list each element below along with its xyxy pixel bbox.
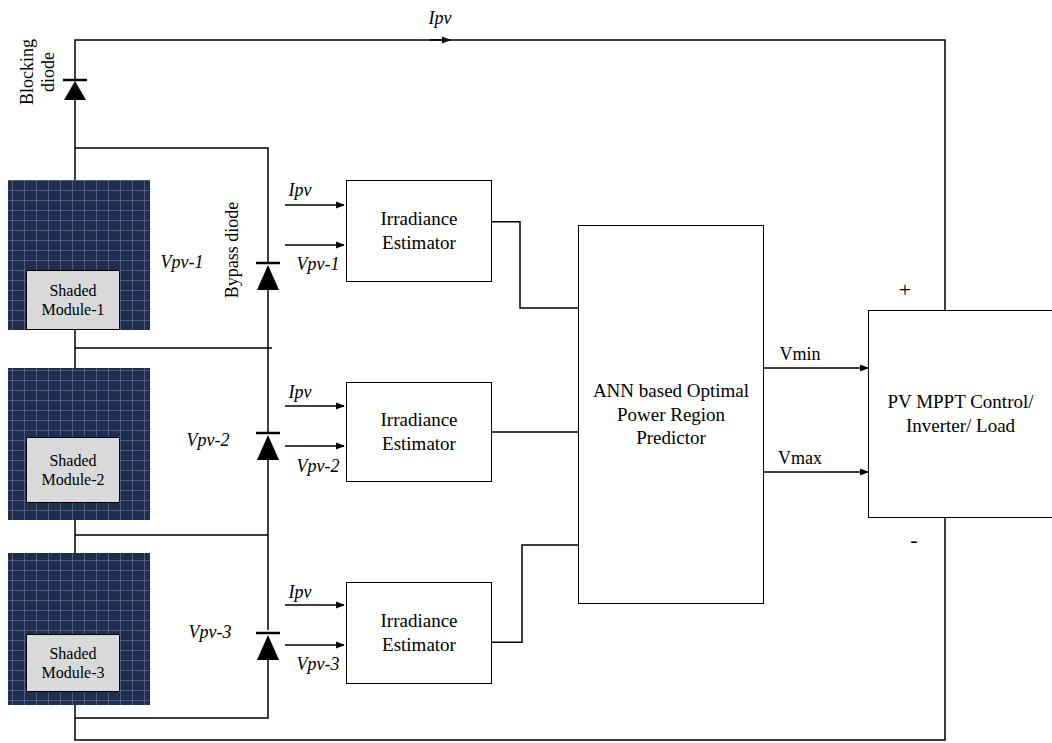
input-arrows [285, 205, 344, 645]
connector [492, 222, 578, 308]
wires [75, 40, 945, 740]
blocking-diode [63, 80, 87, 100]
box-text: PV MPPT Control/ Inverter/ Load [875, 390, 1046, 438]
signal-label: Ipv [289, 382, 312, 403]
signal-label: Vpv-2 [297, 456, 340, 477]
module-box: Shaded Module-3 [26, 634, 120, 692]
signal-label: Vpv-3 [189, 622, 232, 643]
box-text: Irradiance Estimator [353, 609, 485, 657]
process-box: ANN based Optimal Power Region Predictor [578, 225, 764, 604]
signal-label: Vpv-1 [297, 254, 340, 275]
component-label: Bypass diode [222, 180, 243, 320]
box-text: Irradiance Estimator [353, 408, 485, 456]
box-text: Shaded Module-2 [33, 451, 113, 489]
edge-label: Vmax [778, 448, 822, 469]
connector [764, 471, 868, 473]
pv-panel [8, 553, 150, 705]
signal-label: Vpv-3 [297, 654, 340, 675]
module-box: Shaded Module-1 [26, 270, 120, 330]
module-box: Shaded Module-2 [26, 437, 120, 503]
pv-panel [8, 180, 150, 330]
box-text: Shaded Module-1 [33, 281, 113, 319]
signal-label: Vpv-1 [161, 252, 204, 273]
signal-label: Ipv [289, 180, 312, 201]
signal-label: + [899, 277, 911, 303]
box-text: Shaded Module-3 [33, 644, 113, 682]
process-box: Irradiance Estimator [346, 582, 492, 684]
bypass-diodes [256, 263, 280, 660]
box-text: ANN based Optimal Power Region Predictor [585, 379, 757, 450]
edge-label: Vmin [779, 344, 820, 365]
process-box: PV MPPT Control/ Inverter/ Load [868, 310, 1052, 518]
connector [492, 545, 578, 642]
pv-panel [8, 368, 150, 520]
process-box: Irradiance Estimator [346, 382, 492, 482]
connector [492, 431, 578, 433]
box-text: Irradiance Estimator [353, 207, 485, 255]
current-arrow [430, 39, 450, 41]
connector [764, 367, 868, 369]
signal-label: Vpv-2 [187, 430, 230, 451]
signal-label: Ipv [289, 582, 312, 603]
component-label: Blocking diode [17, 32, 58, 112]
signal-label: - [910, 527, 917, 553]
process-box: Irradiance Estimator [346, 180, 492, 282]
signal-label: Ipv [429, 8, 452, 29]
